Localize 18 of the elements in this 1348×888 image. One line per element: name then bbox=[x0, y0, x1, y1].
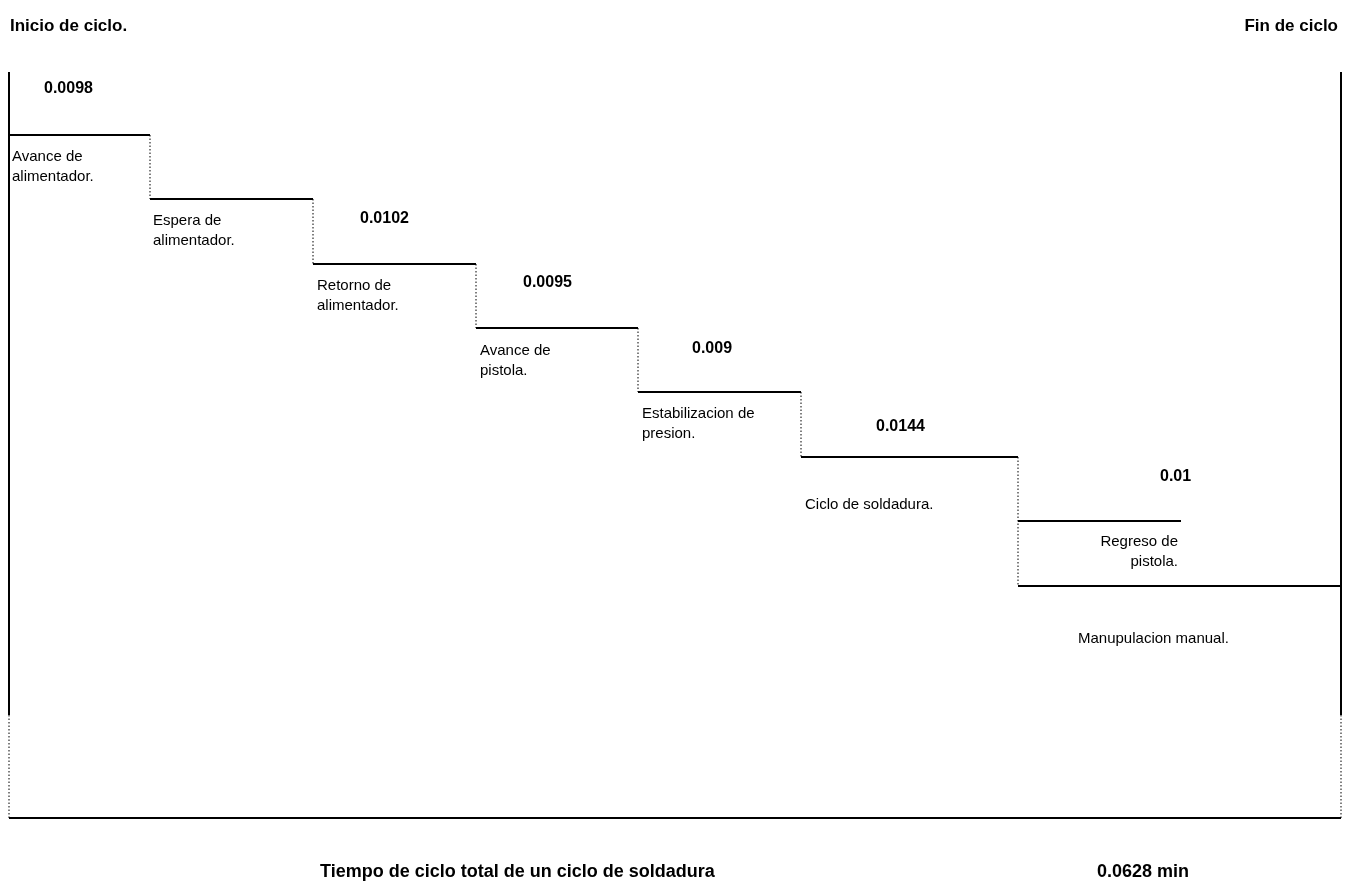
step-label: Espera de alimentador. bbox=[153, 210, 236, 250]
time-value: 0.009 bbox=[692, 338, 733, 358]
time-value: 0.01 bbox=[1160, 466, 1192, 486]
total-time-value: 0.0628 min bbox=[1097, 861, 1190, 881]
step-label: Retorno de alimentador. bbox=[317, 275, 400, 315]
step-label: Manupulacion manual. bbox=[1078, 628, 1229, 648]
time-value: 0.0144 bbox=[876, 416, 925, 436]
time-value: 0.0095 bbox=[523, 272, 572, 292]
end-label: Fin de ciclo bbox=[1243, 16, 1338, 36]
time-value: 0.0098 bbox=[44, 78, 93, 98]
start-label: Inicio de ciclo. bbox=[10, 16, 128, 36]
step-label: Avance de pistola. bbox=[480, 340, 552, 380]
step-label: Estabilizacion de presion. bbox=[642, 403, 756, 443]
step-label: Avance de alimentador. bbox=[12, 146, 95, 186]
time-value: 0.0102 bbox=[360, 208, 409, 228]
step-label: Regreso de pistola. bbox=[1099, 531, 1178, 571]
step-label: Ciclo de soldadura. bbox=[805, 494, 934, 514]
total-time-label: Tiempo de ciclo total de un ciclo de soldadura bbox=[320, 861, 715, 881]
